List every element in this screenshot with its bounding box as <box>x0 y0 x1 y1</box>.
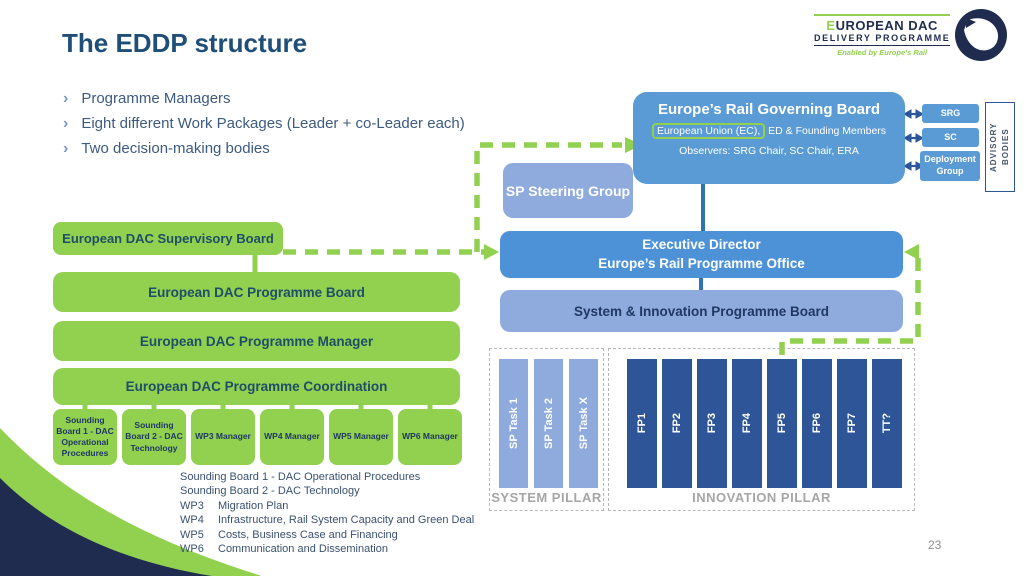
sounding-board-2-box: Sounding Board 2 - DAC Technology <box>122 409 186 465</box>
chevron-bullet-icon: › <box>63 115 69 132</box>
legend-row: WP3 Migration Plan <box>180 499 474 513</box>
eddp-logo: EUROPEAN DAC DELIVERY PROGRAMME Enabled … <box>814 8 1008 62</box>
fp-label: FP3 <box>706 413 718 434</box>
legend-text: Costs, Business Case and Financing <box>218 528 398 541</box>
bullet-item: › Eight different Work Packages (Leader … <box>63 115 465 140</box>
fp-label: FP6 <box>811 413 823 434</box>
fp-label: TT? <box>881 413 893 434</box>
wp-sub-boxes: Sounding Board 1 - DAC Operational Proce… <box>53 409 462 465</box>
fp-column: FP1 <box>627 359 657 488</box>
innovation-pillar-frame <box>608 348 915 511</box>
legend-text: Infrastructure, Rail System Capacity and… <box>218 514 475 527</box>
bullet-text: Two decision-making bodies <box>81 140 270 157</box>
legend-row: Sounding Board 2 - DAC Technology <box>180 484 474 498</box>
eu-highlight-box: European Union (EC), <box>651 123 766 139</box>
executive-director-box: Executive Director Europe’s Rail Program… <box>500 231 903 278</box>
governing-board-box: Europe’s Rail Governing Board European U… <box>633 92 905 184</box>
fp-column: FP6 <box>802 359 832 488</box>
system-pillar-frame <box>489 348 604 511</box>
sounding-board-1-box: Sounding Board 1 - DAC Operational Proce… <box>53 409 117 465</box>
bullet-list: › Programme Managers › Eight different W… <box>63 90 465 165</box>
dac-supervisory-board-box: European DAC Supervisory Board <box>53 222 283 255</box>
wp4-manager-box: WP4 Manager <box>260 409 324 465</box>
legend-text: Communication and Dissemination <box>218 543 388 556</box>
legend-row: Sounding Board 1 - DAC Operational Proce… <box>180 470 474 484</box>
legend-code: WP3 <box>180 499 204 512</box>
legend-text: Sounding Board 1 - DAC Operational Proce… <box>180 471 421 483</box>
logo-letter-e: E <box>826 17 836 33</box>
fp-column: FP4 <box>732 359 762 488</box>
logo-subtitle: DELIVERY PROGRAMME <box>814 33 951 46</box>
sp-task-label: SP Task 2 <box>542 398 555 449</box>
innovation-pillar-columns: FP1 FP2 FP3 FP4 FP5 FP6 FP7 TT? <box>627 359 902 488</box>
wp6-manager-box: WP6 Manager <box>398 409 462 465</box>
fp-column: FP5 <box>767 359 797 488</box>
wp-legend: Sounding Board 1 - DAC Operational Proce… <box>180 470 474 556</box>
bullet-item: › Programme Managers <box>63 90 465 115</box>
fp-label: FP4 <box>741 413 753 434</box>
page-number: 23 <box>928 538 942 552</box>
bullet-item: › Two decision-making bodies <box>63 140 465 165</box>
governing-board-observers: Observers: SRG Chair, SC Chair, ERA <box>679 145 859 157</box>
legend-row: WP5 Costs, Business Case and Financing <box>180 528 474 542</box>
system-innovation-board-box: System & Innovation Programme Board <box>500 290 903 332</box>
fp-column: FP3 <box>697 359 727 488</box>
bullet-text: Programme Managers <box>81 90 231 107</box>
dac-programme-manager-box: European DAC Programme Manager <box>53 321 460 361</box>
legend-code: WP5 <box>180 528 204 541</box>
sp-task-column: SP Task 2 <box>534 359 563 488</box>
sp-task-column: SP Task 1 <box>499 359 528 488</box>
advisory-bodies-label-box: ADVISORY BODIES <box>985 102 1015 192</box>
logo-text: EUROPEAN DAC DELIVERY PROGRAMME Enabled … <box>814 13 951 57</box>
wp5-manager-box: WP5 Manager <box>329 409 393 465</box>
corner-swoosh-decoration <box>0 428 260 576</box>
arrowhead-to-exec <box>484 244 499 260</box>
arrowhead-to-exec-right <box>904 244 919 260</box>
legend-row: WP6 Communication and Dissemination <box>180 542 474 556</box>
exec-line2: Europe’s Rail Programme Office <box>598 255 805 271</box>
legend-code: WP4 <box>180 514 204 527</box>
system-pillar-columns: SP Task 1 SP Task 2 SP Task X <box>499 359 598 488</box>
advisory-bodies-label: ADVISORY BODIES <box>989 122 1010 172</box>
fp-label: FP5 <box>776 413 788 434</box>
fp-label: FP2 <box>671 413 683 434</box>
logo-tagline: Enabled by Europe’s Rail <box>837 47 928 57</box>
fp-column: FP2 <box>662 359 692 488</box>
logo-name: EUROPEAN DAC <box>814 18 950 33</box>
sc-box: SC <box>922 128 979 147</box>
fp-label: FP7 <box>846 413 858 434</box>
members-rest: ED & Founding Members <box>765 125 887 137</box>
logo-name-rest: UROPEAN DAC <box>835 17 938 33</box>
fp-column: FP7 <box>837 359 867 488</box>
sp-task-label: SP Task X <box>577 397 590 450</box>
dac-programme-board-box: European DAC Programme Board <box>53 272 460 312</box>
fp-column: TT? <box>872 359 902 488</box>
chevron-bullet-icon: › <box>63 140 69 157</box>
srg-box: SRG <box>922 104 979 123</box>
system-pillar-label: SYSTEM PILLAR <box>491 490 602 505</box>
legend-code: WP6 <box>180 543 204 556</box>
bullet-text: Eight different Work Packages (Leader + … <box>81 115 465 132</box>
logo-green-rule <box>814 13 951 16</box>
governing-board-members: European Union (EC), ED & Founding Membe… <box>633 123 905 139</box>
legend-text: Sounding Board 2 - DAC Technology <box>180 485 360 498</box>
sp-steering-group-box: SP Steering Group <box>503 163 633 218</box>
fp-label: FP1 <box>636 413 648 434</box>
innovation-pillar-label: INNOVATION PILLAR <box>692 490 831 505</box>
wp3-manager-box: WP3 Manager <box>191 409 255 465</box>
page-title: The EDDP structure <box>62 28 308 58</box>
legend-row: WP4 Infrastructure, Rail System Capacity … <box>180 513 474 527</box>
legend-text: Migration Plan <box>218 499 289 512</box>
exec-line1: Executive Director <box>642 237 761 253</box>
chevron-bullet-icon: › <box>63 90 69 107</box>
sp-task-label: SP Task 1 <box>507 398 520 449</box>
logo-d-mark-icon <box>955 9 1008 61</box>
dac-programme-coordination-box: European DAC Programme Coordination <box>53 368 460 405</box>
governing-board-title: Europe’s Rail Governing Board <box>658 101 880 118</box>
sp-task-column: SP Task X <box>569 359 598 488</box>
deployment-group-box: Deployment Group <box>920 151 980 181</box>
